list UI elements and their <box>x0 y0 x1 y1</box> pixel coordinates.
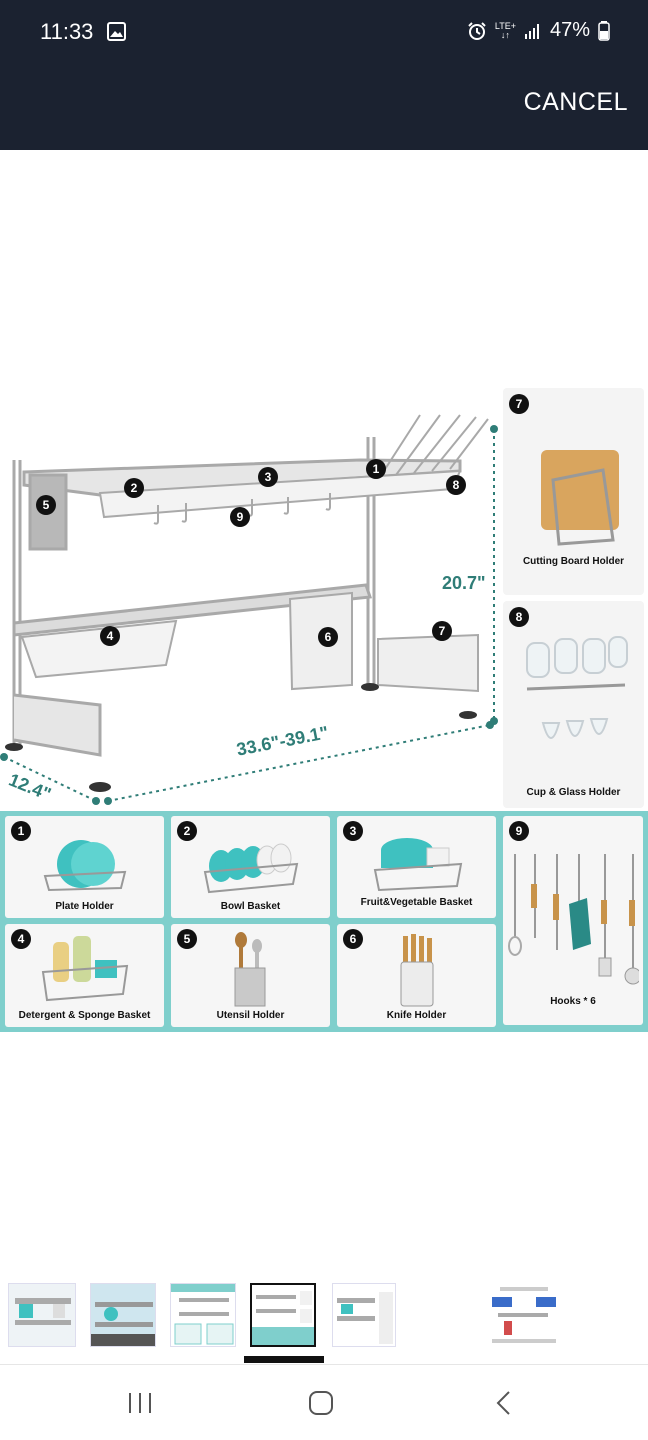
signal-icon <box>524 23 539 39</box>
thumbnail-6[interactable] <box>490 1283 558 1347</box>
selected-thumbnail-indicator <box>244 1356 324 1363</box>
card-number: 7 <box>509 394 529 414</box>
callout-7: 7 <box>432 621 452 641</box>
callout-3: 3 <box>258 467 278 487</box>
feature-card-hooks: 9 Hooks * 6 <box>503 816 643 1025</box>
battery-percent: 47% <box>549 19 590 41</box>
feature-label: Bowl Basket <box>220 901 281 912</box>
thumbnail-strip <box>0 1278 648 1354</box>
thumbnail-5[interactable] <box>332 1283 396 1347</box>
recent-apps-icon[interactable] <box>127 1391 153 1415</box>
cancel-button[interactable]: CANCEL <box>523 88 628 116</box>
status-icons: LTE+↓↑ 47% <box>467 19 610 42</box>
thumbnail-2[interactable] <box>90 1283 156 1347</box>
callout-8: 8 <box>446 475 466 495</box>
feature-card-utensil-holder: 5 Utensil Holder <box>171 924 330 1027</box>
dimension-height: 20.7" <box>442 573 486 593</box>
app-header: 11:33 LTE+↓↑ 47% CANCEL <box>0 0 648 150</box>
feature-number: 1 <box>11 821 31 841</box>
card-number: 8 <box>509 607 529 627</box>
status-time: 11:33 <box>40 19 94 44</box>
feature-grid: 1 Plate Holder 2 Bowl Basket 3 Fruit&Veg… <box>0 811 648 1032</box>
detergent-basket-image <box>41 936 129 1002</box>
plate-holder-image <box>43 840 127 892</box>
callout-1: 1 <box>366 459 386 479</box>
alarm-icon <box>468 21 486 40</box>
battery-icon <box>598 20 610 41</box>
hooks-image <box>508 854 639 985</box>
product-image: 1 2 3 4 5 6 7 8 9 12.4" 33.6"-39.1" 20.7… <box>0 385 648 1033</box>
feature-label: Knife Holder <box>386 1010 447 1021</box>
gallery-icon <box>107 22 126 41</box>
utensil-holder-image <box>234 932 266 1007</box>
callout-2: 2 <box>124 478 144 498</box>
feature-label: Hooks * 6 <box>550 996 596 1007</box>
cup-glass-card: 8 Cup & Glass Holder <box>503 601 644 808</box>
feature-card-bowl-basket: 2 Bowl Basket <box>171 816 330 918</box>
card-label: Cutting Board Holder <box>522 556 625 567</box>
feature-label: Plate Holder <box>55 901 114 912</box>
system-nav-bar <box>0 1364 648 1440</box>
feature-label: Utensil Holder <box>216 1010 285 1021</box>
feature-card-detergent-sponge-basket: 4 Detergent & Sponge Basket <box>5 924 164 1027</box>
callout-5: 5 <box>36 495 56 515</box>
feature-card-fruit-vegetable-basket: 3 Fruit&Vegetable Basket <box>337 816 496 918</box>
card-label: Cup & Glass Holder <box>526 787 621 798</box>
callout-6: 6 <box>318 627 338 647</box>
fruit-basket-image <box>373 838 463 892</box>
thumbnail-3[interactable] <box>170 1283 236 1347</box>
knife-holder-image <box>400 934 434 1007</box>
network-type: LTE+↓↑ <box>494 20 516 40</box>
callout-4: 4 <box>100 626 120 646</box>
feature-label: Detergent & Sponge Basket <box>18 1010 151 1021</box>
thumbnail-4-selected[interactable] <box>250 1283 316 1347</box>
dish-rack-illustration <box>0 414 498 805</box>
feature-number: 9 <box>509 821 529 841</box>
back-icon[interactable] <box>494 1390 514 1416</box>
cutting-board-card: 7 Cutting Board Holder <box>503 388 644 595</box>
cutting-board-image <box>541 450 619 546</box>
feature-number: 3 <box>343 821 363 841</box>
feature-number: 5 <box>177 929 197 949</box>
bowl-basket-image <box>203 843 299 894</box>
feature-number: 4 <box>11 929 31 949</box>
home-icon[interactable] <box>308 1390 334 1416</box>
feature-card-plate-holder: 1 Plate Holder <box>5 816 164 918</box>
callout-9: 9 <box>230 507 250 527</box>
feature-card-knife-holder: 6 Knife Holder <box>337 924 496 1027</box>
cup-holder-image <box>526 636 628 739</box>
feature-number: 2 <box>177 821 197 841</box>
thumbnail-1[interactable] <box>8 1283 76 1347</box>
feature-number: 6 <box>343 929 363 949</box>
feature-label: Fruit&Vegetable Basket <box>360 897 473 908</box>
